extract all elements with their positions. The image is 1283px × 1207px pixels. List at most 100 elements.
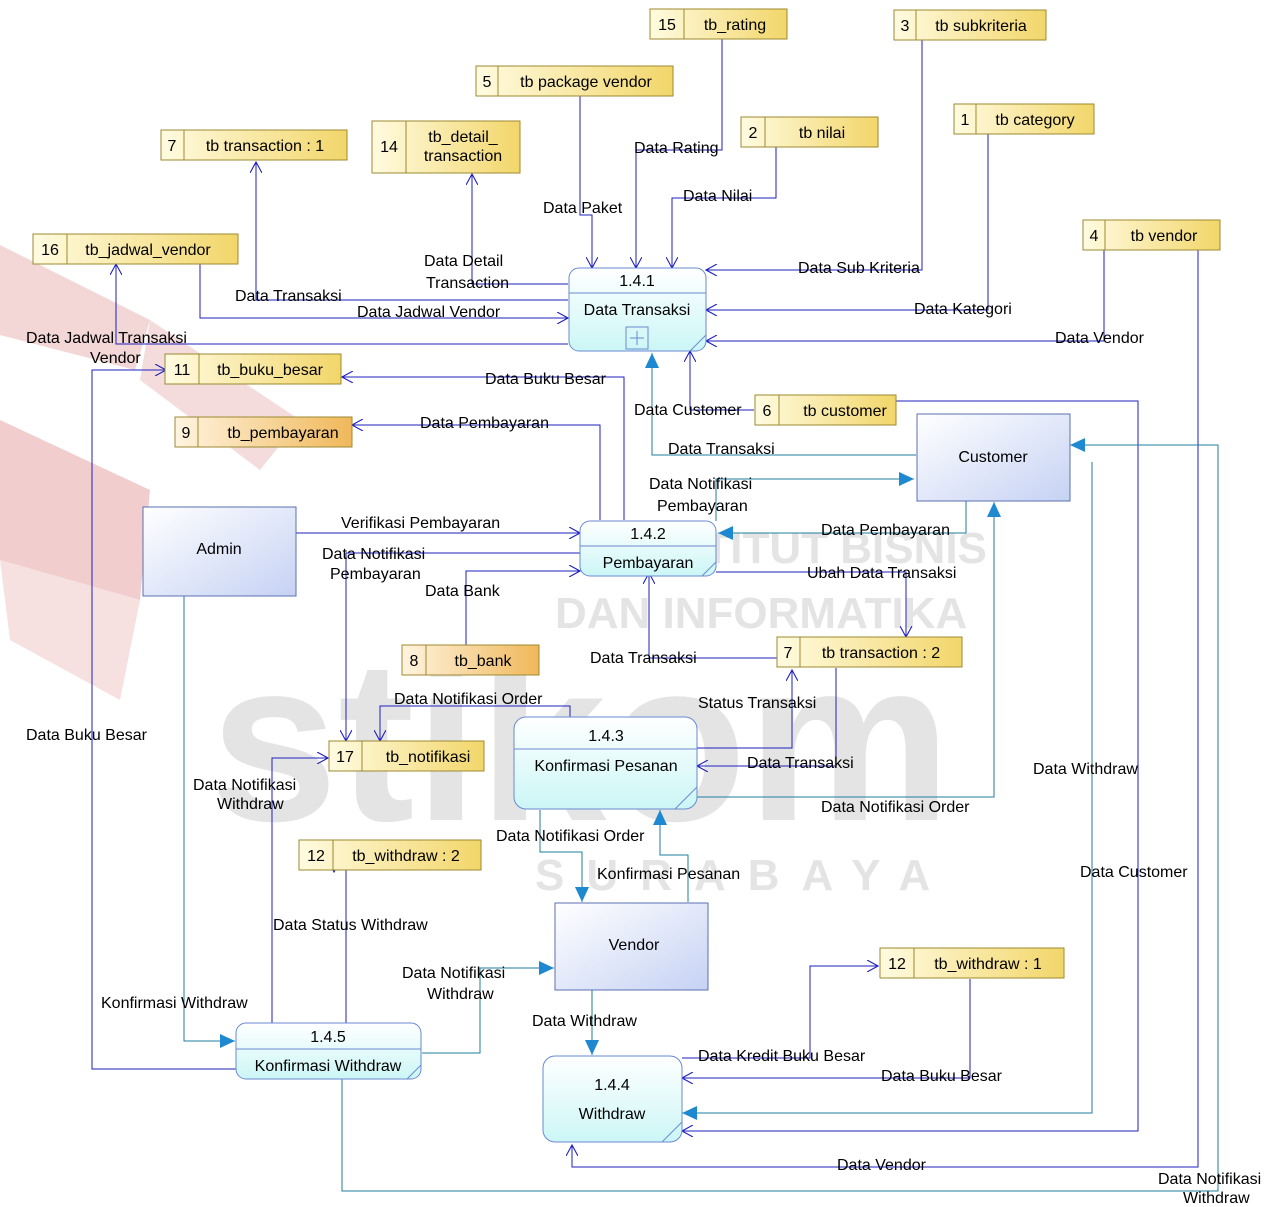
flow-label: Data Nilai: [683, 188, 752, 205]
flow-label: Data Bank: [425, 583, 501, 600]
store-tb-rating[interactable]: 15 tb_rating: [649, 8, 788, 40]
flow-label: Data Customer: [1080, 864, 1188, 881]
process-1-4-3-id: 1.4.3: [588, 728, 624, 745]
flow-label: Data Notifikasi: [1158, 1171, 1261, 1188]
flow-label: Pembayaran: [330, 566, 421, 583]
store-tb-subkriteria-name: tb subkriteria: [935, 18, 1027, 35]
store-tb-rating-name: tb_rating: [704, 17, 766, 34]
flow-label: Data Kredit Buku Besar: [698, 1048, 866, 1065]
flow-label: Data Sub Kriteria: [798, 260, 920, 277]
store-tb-bank[interactable]: 8 tb_bank: [401, 644, 540, 676]
flow-label: Data Detail: [424, 253, 503, 270]
flow-label: Data Transaksi: [668, 441, 775, 458]
process-1-4-4[interactable]: 1.4.4 Withdraw: [542, 1055, 683, 1143]
flow-label: Data Transaksi: [235, 288, 342, 305]
store-tb-withdraw-1[interactable]: 12 tb_withdraw : 1: [879, 947, 1065, 979]
store-tb-pembayaran-name: tb_pembayaran: [227, 425, 338, 442]
store-tb-withdraw-1-num: 12: [888, 956, 906, 973]
store-tb-detail-transaction-name2: transaction: [424, 148, 502, 165]
store-tb-pembayaran-num: 9: [182, 425, 191, 442]
flow-labels: Data Rating Data Paket Data Nilai Data S…: [26, 140, 1261, 1207]
flow-label: Vendor: [90, 350, 141, 367]
flow-label: Data Vendor: [1055, 330, 1145, 347]
entity-customer[interactable]: Customer: [916, 413, 1071, 502]
store-tb-jadwal-vendor-name: tb_jadwal_vendor: [85, 242, 211, 259]
store-tb-vendor-num: 4: [1090, 228, 1099, 245]
flow-label: Withdraw: [427, 986, 494, 1003]
flow-label: Data Jadwal Vendor: [357, 304, 501, 321]
store-tb-rating-num: 15: [658, 17, 676, 34]
flow-label: Verifikasi Pembayaran: [341, 515, 500, 532]
flow-label: Data Notifikasi Order: [496, 828, 645, 845]
flow-label: Transaction: [426, 275, 509, 292]
watermark-line2: DAN INFORMATIKA: [555, 589, 967, 638]
flow-label: Data Transaksi: [747, 755, 854, 772]
store-tb-withdraw-2[interactable]: 12 tb_withdraw : 2: [298, 839, 482, 871]
process-1-4-1-id: 1.4.1: [619, 273, 655, 290]
flow-label: Data Pembayaran: [420, 415, 549, 432]
store-tb-bank-name: tb_bank: [455, 653, 513, 670]
flow-label: Data Notifikasi: [649, 476, 752, 493]
teal-flow-lines: [183, 353, 1219, 1192]
store-tb-nilai-name: tb nilai: [799, 125, 845, 142]
store-tb-notifikasi-name: tb_notifikasi: [386, 749, 471, 766]
entity-vendor-label: Vendor: [609, 937, 660, 954]
store-tb-withdraw-2-num: 12: [307, 848, 325, 865]
flow-label: Data Withdraw: [1033, 761, 1138, 778]
store-tb-subkriteria[interactable]: 3 tb subkriteria: [893, 9, 1047, 41]
flow-label: Ubah Data Transaksi: [807, 565, 956, 582]
process-1-4-2-id: 1.4.2: [630, 526, 666, 543]
store-tb-package-vendor-num: 5: [483, 74, 492, 91]
store-tb-pembayaran[interactable]: 9 tb_pembayaran: [174, 416, 353, 448]
process-1-4-2-name: Pembayaran: [603, 555, 694, 572]
flow-label: Data Buku Besar: [26, 727, 148, 744]
flow-label: Data Kategori: [914, 301, 1012, 318]
flow-lines: [91, 39, 1199, 1168]
process-1-4-1-name: Data Transaksi: [584, 302, 691, 319]
store-tb-notifikasi[interactable]: 17 tb_notifikasi: [328, 740, 485, 772]
store-tb-customer[interactable]: 6 tb customer: [754, 394, 897, 426]
store-tb-buku-besar[interactable]: 11 tb_buku_besar: [164, 353, 342, 385]
flow-label: Data Notifikasi: [322, 546, 425, 563]
store-tb-jadwal-vendor[interactable]: 16 tb_jadwal_vendor: [32, 233, 239, 265]
store-tb-vendor[interactable]: 4 tb vendor: [1082, 219, 1221, 251]
flow-label: Data Notifikasi Order: [394, 691, 543, 708]
process-1-4-1[interactable]: 1.4.1 Data Transaksi: [568, 267, 707, 352]
process-1-4-2[interactable]: 1.4.2 Pembayaran: [579, 520, 717, 577]
flow-label: Withdraw: [1183, 1190, 1250, 1207]
store-tb-package-vendor-name: tb package vendor: [520, 74, 652, 91]
store-tb-transaction-2-num: 7: [784, 645, 793, 662]
store-tb-detail-transaction-num: 14: [380, 139, 398, 156]
flow-label: Data Jadwal Transaksi: [26, 330, 187, 347]
flow-label: Data Rating: [634, 140, 719, 157]
flow-label: Pembayaran: [657, 498, 748, 515]
process-1-4-4-name: Withdraw: [579, 1106, 646, 1123]
expand-icon[interactable]: [625, 326, 649, 350]
flow-label: Data Notifikasi: [402, 965, 505, 982]
flow-label: Data Notifikasi: [193, 777, 296, 794]
process-1-4-5-name: Konfirmasi Withdraw: [255, 1058, 402, 1075]
store-tb-transaction-2-name: tb transaction : 2: [822, 645, 940, 662]
entity-customer-label: Customer: [958, 449, 1028, 466]
flow-label: Data Paket: [543, 200, 623, 217]
store-tb-nilai[interactable]: 2 tb nilai: [740, 116, 879, 148]
store-tb-subkriteria-num: 3: [901, 18, 910, 35]
flow-label: Data Transaksi: [590, 650, 697, 667]
flow-label: Data Pembayaran: [821, 522, 950, 539]
flow-label: Konfirmasi Pesanan: [597, 866, 740, 883]
store-tb-transaction-1[interactable]: 7 tb transaction : 1: [160, 129, 348, 161]
store-tb-category[interactable]: 1 tb category: [953, 103, 1095, 135]
flow-label: Data Status Withdraw: [273, 917, 428, 934]
entity-admin[interactable]: Admin: [142, 506, 297, 597]
store-tb-detail-transaction-name: tb_detail_: [428, 129, 498, 146]
store-tb-nilai-num: 2: [749, 125, 758, 142]
store-tb-detail-transaction[interactable]: 14 tb_detail_ transaction: [371, 120, 521, 174]
process-1-4-5-id: 1.4.5: [310, 1029, 346, 1046]
process-1-4-3-name: Konfirmasi Pesanan: [534, 758, 677, 775]
process-1-4-5[interactable]: 1.4.5 Konfirmasi Withdraw: [235, 1022, 422, 1080]
store-tb-package-vendor[interactable]: 5 tb package vendor: [475, 65, 674, 97]
store-tb-transaction-2[interactable]: 7 tb transaction : 2: [776, 636, 963, 668]
entity-vendor[interactable]: Vendor: [554, 902, 709, 991]
process-1-4-3[interactable]: 1.4.3 Konfirmasi Pesanan: [513, 716, 698, 810]
